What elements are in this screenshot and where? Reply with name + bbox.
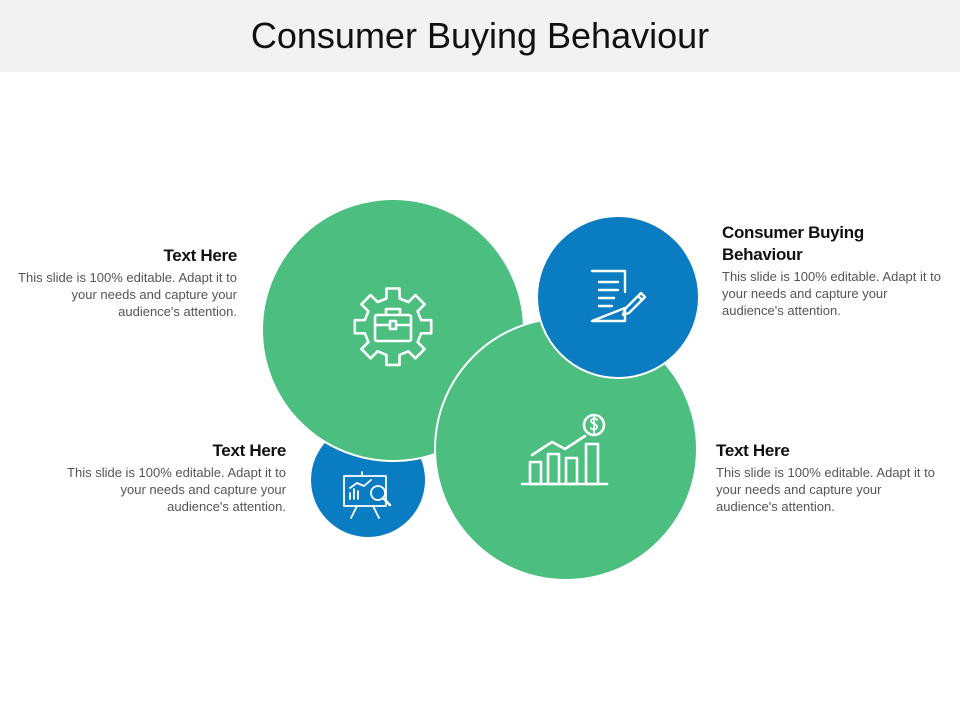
medium-blue-circle — [536, 215, 700, 379]
block-body: This slide is 100% editable. Adapt it to… — [722, 269, 941, 318]
presentation-search-icon — [343, 471, 392, 519]
slide-title: Consumer Buying Behaviour — [250, 15, 710, 56]
block-body: This slide is 100% editable. Adapt it to… — [716, 465, 935, 514]
block-heading: Text Here — [716, 441, 790, 460]
growth-chart-dollar-icon — [520, 413, 609, 486]
document-edit-icon — [590, 269, 647, 323]
title-bar — [0, 0, 960, 72]
text-block-top-left: Text Here This slide is 100% editable. A… — [10, 245, 237, 320]
text-block-bottom-right: Text Here This slide is 100% editable. A… — [716, 440, 944, 515]
text-block-bottom-left: Text Here This slide is 100% editable. A… — [59, 440, 286, 515]
gear-briefcase-icon — [353, 287, 433, 367]
block-body: This slide is 100% editable. Adapt it to… — [18, 270, 237, 319]
text-block-top-right: Consumer Buying Behaviour This slide is … — [722, 222, 950, 319]
block-body: This slide is 100% editable. Adapt it to… — [67, 465, 286, 514]
block-heading: Text Here — [212, 441, 286, 460]
block-heading: Consumer Buying Behaviour — [722, 223, 864, 264]
block-heading: Text Here — [163, 246, 237, 265]
